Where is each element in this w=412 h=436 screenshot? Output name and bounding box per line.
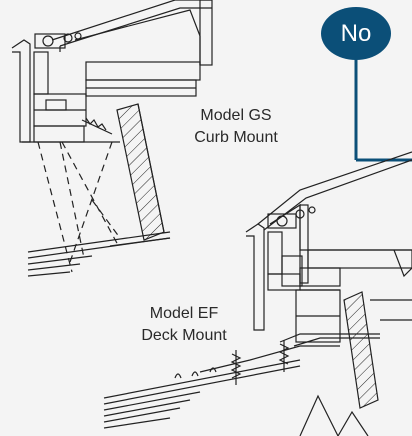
- curb-mount-drawing: [11, 0, 213, 277]
- model-ef-label: Model EF Deck Mount: [124, 303, 244, 347]
- deck-mount-drawing: [103, 151, 412, 436]
- model-gs-name: Model GS: [200, 107, 272, 124]
- model-ef-name: Model EF: [149, 305, 219, 322]
- connector-line: [354, 58, 412, 162]
- model-gs-label: Model GS Curb Mount: [176, 105, 296, 149]
- answer-badge: No: [321, 7, 391, 60]
- model-ef-mount: Deck Mount: [141, 327, 227, 344]
- model-gs-mount: Curb Mount: [194, 129, 278, 146]
- answer-badge-text: No: [340, 19, 372, 47]
